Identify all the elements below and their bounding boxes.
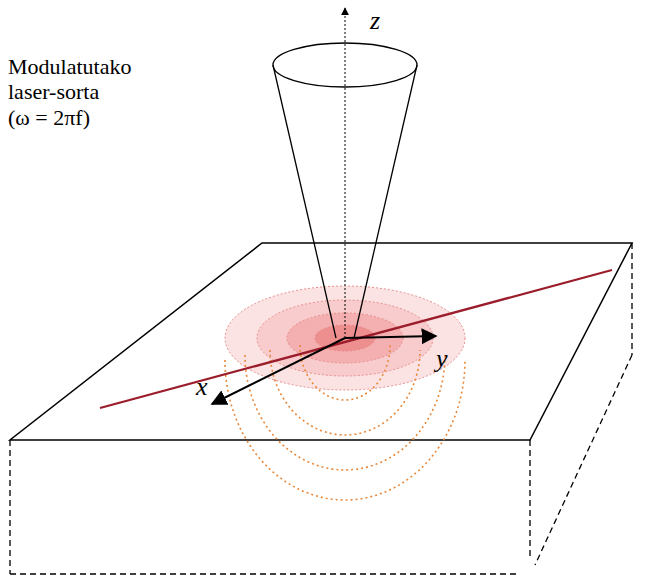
- y-axis: [345, 336, 436, 338]
- z-axis: [345, 8, 346, 338]
- slab-edges: [10, 243, 632, 574]
- axis-label: y: [436, 344, 448, 374]
- thermal-waves: [225, 345, 465, 500]
- axis-label: z: [370, 6, 380, 36]
- scan-line: [100, 270, 612, 408]
- beam-label: Modulatutako laser-sorta (ω = 2πf): [8, 54, 126, 130]
- axis-label: x: [196, 372, 208, 402]
- x-axis: [212, 338, 345, 404]
